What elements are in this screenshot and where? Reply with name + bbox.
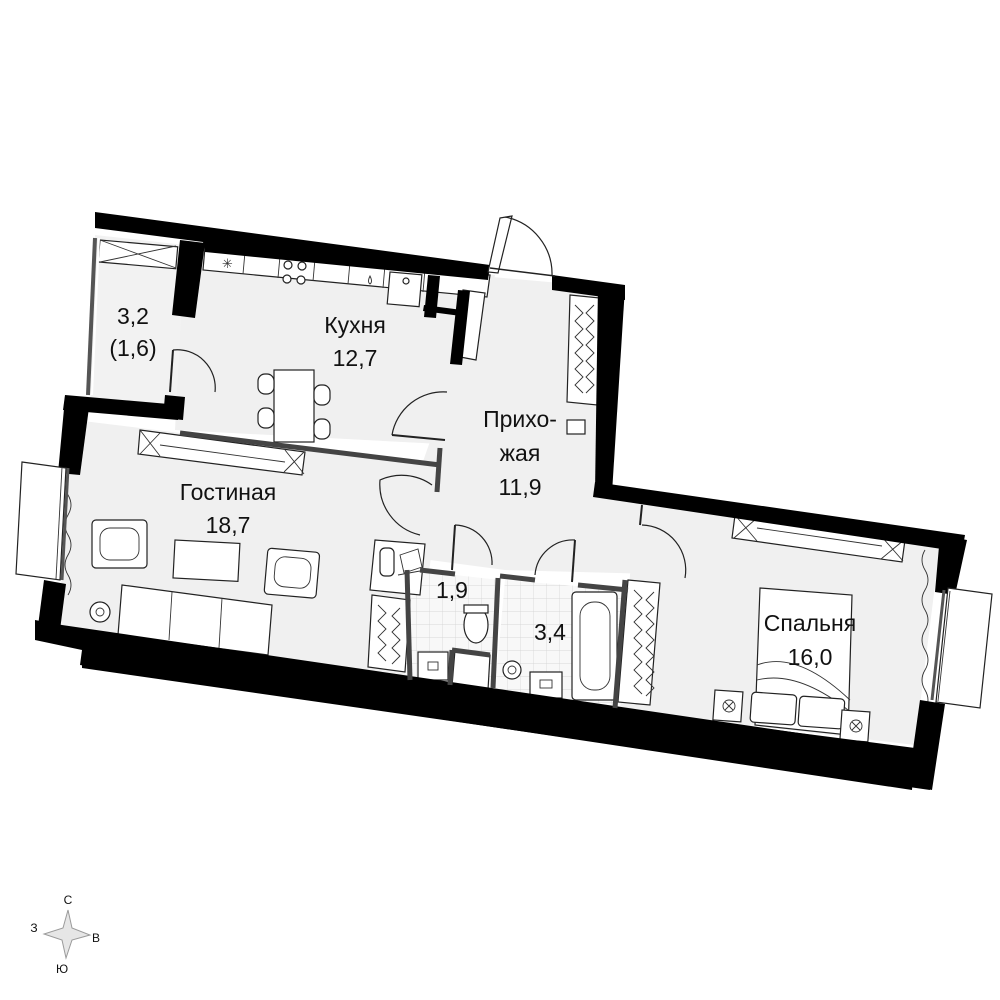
compass-star-icon xyxy=(42,909,92,960)
nightstand-icon xyxy=(712,689,744,723)
kitchen-name: Кухня xyxy=(324,312,386,338)
partitions xyxy=(179,430,629,709)
chair-icon xyxy=(379,547,395,577)
living-wardrobe xyxy=(367,594,411,673)
compass-south: Ю xyxy=(56,962,68,976)
wall-right xyxy=(935,535,967,595)
bathtub-icon xyxy=(571,591,618,701)
window-bedroom xyxy=(935,587,993,709)
compass-north: С xyxy=(64,893,73,907)
chair-icon xyxy=(257,407,275,429)
bathroom-fixtures xyxy=(502,591,618,701)
hallway-area: 11,9 xyxy=(498,474,541,500)
snowflake-icon: ✳ xyxy=(222,257,233,272)
window-living xyxy=(15,461,67,581)
chair-icon xyxy=(313,418,331,440)
bathroom-area: 3,4 xyxy=(534,619,566,645)
washing-machine-icon xyxy=(502,660,522,680)
balcony-area-reduced: (1,6) xyxy=(109,335,156,361)
bath-sink-icon xyxy=(529,671,563,699)
wc-fixtures xyxy=(417,604,491,691)
wc-area: 1,9 xyxy=(436,577,468,603)
living-area: 18,7 xyxy=(206,512,251,538)
windows xyxy=(15,461,993,709)
wc-sink-icon xyxy=(417,651,449,681)
wall-hall-right xyxy=(595,284,625,493)
compass-east: В xyxy=(92,931,100,945)
hallway-name-line1: Прихо- xyxy=(483,406,557,432)
entrance-door xyxy=(487,215,513,274)
tv-stand xyxy=(137,429,306,476)
water-drop-icon xyxy=(368,274,372,285)
floor-balcony xyxy=(90,235,185,420)
chair-icon xyxy=(313,384,331,406)
compass: С Ю З В xyxy=(30,893,100,976)
living-furniture xyxy=(64,429,426,673)
chair-icon xyxy=(257,373,275,395)
bedroom-furniture xyxy=(617,514,929,743)
coffee-table xyxy=(172,539,241,582)
wall-bottom-thick xyxy=(82,640,930,790)
kitchen-area: 12,7 xyxy=(333,345,378,371)
kitchen-sink-icon xyxy=(386,271,423,308)
hallway-name-line2: жая xyxy=(500,440,541,466)
nightstand-icon xyxy=(839,709,871,743)
doors xyxy=(169,215,687,583)
hallway-wardrobe xyxy=(566,294,601,406)
bedroom-name: Спальня xyxy=(764,610,856,636)
wall-left xyxy=(58,398,90,475)
compass-west: З xyxy=(30,921,37,935)
balcony-area: 3,2 xyxy=(117,303,149,329)
armchair-icon xyxy=(91,519,148,569)
walls xyxy=(35,212,967,790)
balcony-details xyxy=(86,237,179,396)
wall-top-left xyxy=(95,212,490,280)
desk-icon xyxy=(369,539,426,596)
dining-table xyxy=(273,369,315,443)
stove-icon xyxy=(282,260,307,285)
wall-bedroom-top xyxy=(593,482,965,552)
armchair-icon xyxy=(263,547,321,599)
floor-lamp-icon xyxy=(89,601,111,623)
room-labels: 3,2 (1,6) Кухня 12,7 Прихо- жая 11,9 Гос… xyxy=(109,303,856,670)
bedroom-area: 16,0 xyxy=(788,644,833,670)
living-name: Гостиная xyxy=(180,479,277,505)
